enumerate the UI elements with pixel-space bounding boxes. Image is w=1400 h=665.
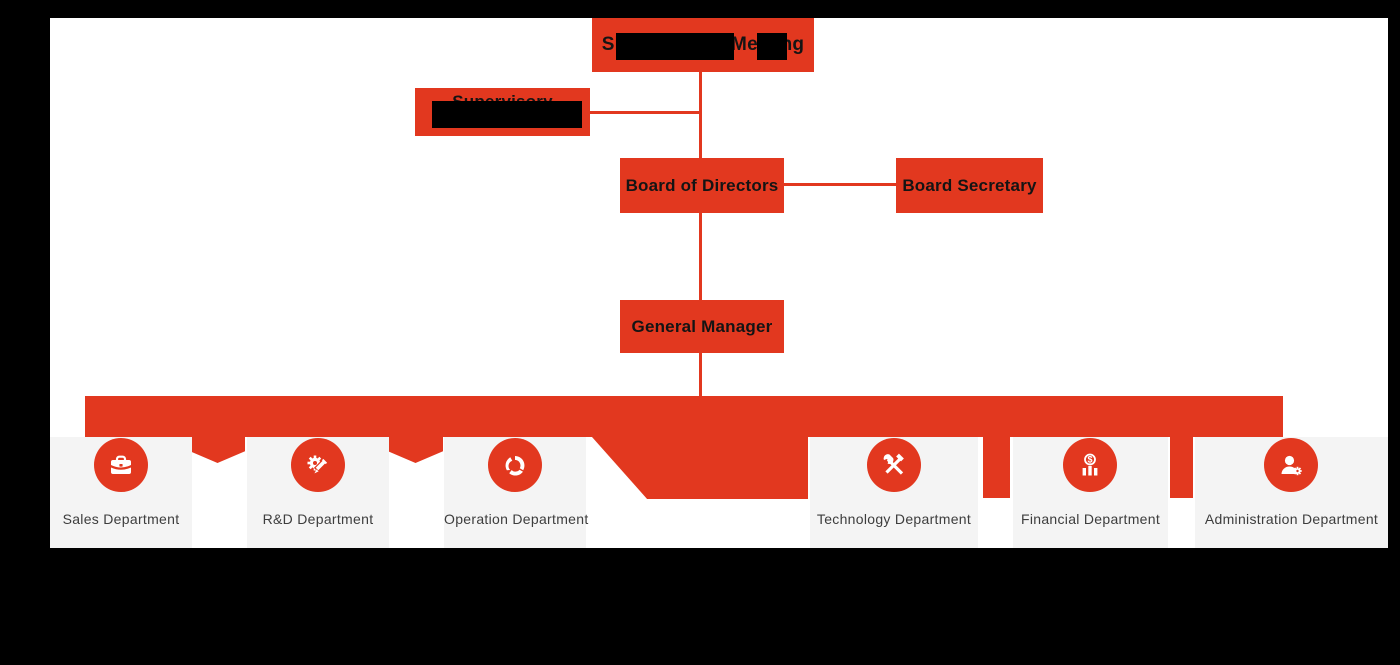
- connector-board-manager: [699, 213, 702, 302]
- department-card-hidden: [592, 499, 808, 548]
- department-label: Technology Department: [816, 511, 972, 527]
- node-supervisory-committee: Supervisory Committee: [415, 88, 590, 136]
- banner-gap-column: [1170, 437, 1193, 498]
- redaction-overlay: [616, 33, 734, 60]
- connector-manager-bar: [699, 352, 702, 398]
- node-label: Board of Directors: [625, 175, 779, 195]
- redaction-overlay: [432, 101, 582, 128]
- connector-supervisory-trunk: [588, 111, 701, 114]
- briefcase-icon: [94, 438, 148, 492]
- node-board-secretary: Board Secretary: [896, 158, 1043, 213]
- person-gear-icon: [1264, 438, 1318, 492]
- department-label: Sales Department: [62, 511, 180, 527]
- sync-arrows-icon: [488, 438, 542, 492]
- department-card-rnd: R&D Department: [247, 437, 389, 548]
- redaction-overlay: [757, 33, 787, 60]
- node-board-of-directors: Board of Directors: [620, 158, 784, 213]
- department-label: Financial Department: [1020, 511, 1161, 527]
- node-shareholders-meeting: Shareholders Meeting: [592, 18, 814, 72]
- pencil-gear-icon: [291, 438, 345, 492]
- department-card-sales: Sales Department: [50, 437, 192, 548]
- connector-shareholders-board: [699, 72, 702, 160]
- hammer-wrench-icon: [867, 438, 921, 492]
- department-label: R&D Department: [262, 511, 374, 527]
- banner-gap-column: [983, 437, 1010, 498]
- department-label: Operation Department: [444, 511, 589, 527]
- department-label: Administration Department: [1204, 511, 1379, 527]
- node-label: General Manager: [631, 316, 773, 336]
- coin-columns-icon: $: [1063, 438, 1117, 492]
- node-general-manager: General Manager: [620, 300, 784, 353]
- department-card-financial: $ Financial Department: [1013, 437, 1168, 548]
- department-banner-bar: [85, 396, 1283, 437]
- connector-board-secretary: [784, 183, 896, 186]
- node-label: Board Secretary: [902, 175, 1037, 195]
- department-card-administration: Administration Department: [1195, 437, 1388, 548]
- svg-text:$: $: [1087, 455, 1092, 465]
- department-card-technology: Technology Department: [810, 437, 978, 548]
- department-card-operation: Operation Department: [444, 437, 589, 548]
